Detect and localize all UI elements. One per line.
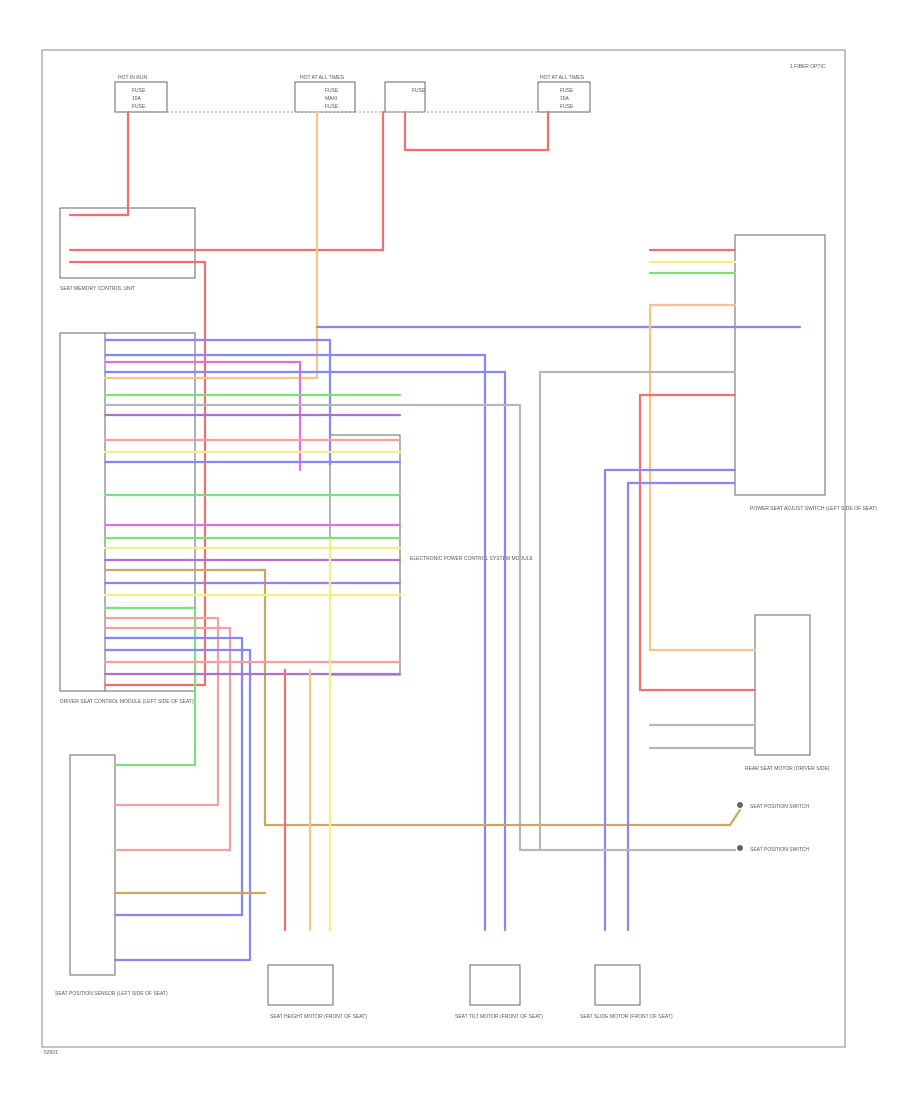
wire-blue-7 bbox=[103, 353, 487, 932]
svg-text:HOT AT ALL TIMES: HOT AT ALL TIMES bbox=[300, 75, 345, 81]
wire-blue-28 bbox=[103, 648, 252, 962]
svg-text:ELECTRONIC POWER CONTROL SYSTE: ELECTRONIC POWER CONTROL SYSTEM MODULE bbox=[410, 556, 534, 562]
diagram-frame bbox=[41, 49, 846, 1048]
rear-seat-motor: REAR SEAT MOTOR (DRIVER SIDE) bbox=[745, 614, 830, 772]
svg-text:HOT AT ALL TIMES: HOT AT ALL TIMES bbox=[540, 75, 585, 81]
wire-pink-25 bbox=[103, 616, 220, 807]
svg-text:FUSE: FUSE bbox=[325, 104, 339, 110]
electronic-power-control-module: ELECTRONIC POWER CONTROL SYSTEM MODULE bbox=[329, 434, 534, 676]
svg-text:SEAT MEMORY CONTROL UNIT: SEAT MEMORY CONTROL UNIT bbox=[60, 286, 135, 292]
seat-tilt-motor: SEAT TILT MOTOR (FRONT OF SEAT) bbox=[455, 964, 543, 1020]
wire-red-3 bbox=[68, 260, 207, 687]
svg-text:HOT IN RUN: HOT IN RUN bbox=[118, 75, 147, 81]
wire-magenta-8 bbox=[103, 360, 302, 472]
svg-text:SEAT POSITION SWITCH: SEAT POSITION SWITCH bbox=[750, 847, 809, 853]
seat-slide-motor: SEAT SLIDE MOTOR (FRONT OF SEAT) bbox=[580, 964, 673, 1020]
wire-red-2 bbox=[68, 110, 385, 252]
wire-gray-45 bbox=[538, 370, 737, 852]
seat-height-motor: SEAT HEIGHT MOTOR (FRONT OF SEAT) bbox=[267, 964, 367, 1020]
wire-blue-27 bbox=[103, 636, 244, 917]
wire-pink-26 bbox=[103, 626, 232, 852]
svg-text:FUSE: FUSE bbox=[132, 88, 146, 94]
svg-text:SEAT POSITION SENSOR (LEFT SID: SEAT POSITION SENSOR (LEFT SIDE OF SEAT) bbox=[55, 991, 168, 997]
fuse-box-hot-in-run: HOT IN RUN FUSE 10A FUSE bbox=[114, 75, 168, 113]
seat-position-switch-2: SEAT POSITION SWITCH bbox=[737, 845, 809, 853]
wire-red-0 bbox=[68, 110, 130, 217]
wire-blue-6 bbox=[103, 338, 332, 467]
svg-text:MAXI: MAXI bbox=[325, 96, 337, 102]
svg-text:FUSE: FUSE bbox=[325, 88, 339, 94]
seat-position-switch-1: SEAT POSITION SWITCH bbox=[737, 802, 809, 810]
wire-green-24 bbox=[103, 606, 197, 767]
wire-red-39 bbox=[638, 393, 757, 692]
power-seat-adjust-switch: POWER SEAT ADJUST SWITCH (LEFT SIDE OF S… bbox=[734, 234, 877, 512]
header-code: 1 FIBER OPTIC bbox=[790, 64, 826, 70]
svg-text:FUSE: FUSE bbox=[412, 88, 426, 94]
wire-red-1 bbox=[403, 110, 550, 152]
svg-text:SEAT HEIGHT MOTOR (FRONT OF SE: SEAT HEIGHT MOTOR (FRONT OF SEAT) bbox=[270, 1014, 367, 1020]
svg-text:FUSE: FUSE bbox=[560, 88, 574, 94]
wire-blue-9 bbox=[103, 370, 507, 932]
svg-text:POWER SEAT ADJUST SWITCH (LEFT: POWER SEAT ADJUST SWITCH (LEFT SIDE OF S… bbox=[750, 506, 877, 512]
svg-text:SEAT SLIDE MOTOR (FRONT OF SEA: SEAT SLIDE MOTOR (FRONT OF SEAT) bbox=[580, 1014, 673, 1020]
seat-position-sensor: SEAT POSITION SENSOR (LEFT SIDE OF SEAT) bbox=[55, 754, 168, 997]
wire-layer bbox=[68, 110, 802, 962]
svg-text:SEAT POSITION SWITCH: SEAT POSITION SWITCH bbox=[750, 804, 809, 810]
wire-gray-11 bbox=[103, 403, 542, 852]
svg-text:FUSE: FUSE bbox=[132, 104, 146, 110]
wire-brown-32 bbox=[263, 808, 742, 827]
fuse-box-hot-at-all-times-2: HOT AT ALL TIMES FUSE 15A FUSE bbox=[537, 75, 591, 113]
footer-code: 52501 bbox=[44, 1050, 58, 1056]
driver-seat-control-module: DRIVER SEAT CONTROL MODULE (LEFT SIDE OF… bbox=[59, 332, 196, 705]
fuse-box-hot-at-all-times-1: HOT AT ALL TIMES FUSE MAXI FUSE bbox=[294, 75, 356, 113]
wire-orange-37 bbox=[648, 303, 757, 652]
wire-orange-4 bbox=[103, 110, 319, 380]
relay-box: FUSE bbox=[384, 81, 426, 113]
svg-text:15A: 15A bbox=[560, 96, 570, 102]
wire-brown-21 bbox=[103, 568, 267, 827]
svg-text:SEAT TILT MOTOR (FRONT OF SEAT: SEAT TILT MOTOR (FRONT OF SEAT) bbox=[455, 1014, 543, 1020]
svg-text:FUSE: FUSE bbox=[560, 104, 574, 110]
svg-text:REAR SEAT MOTOR (DRIVER SIDE): REAR SEAT MOTOR (DRIVER SIDE) bbox=[745, 766, 830, 772]
svg-text:DRIVER SEAT CONTROL MODULE (LE: DRIVER SEAT CONTROL MODULE (LEFT SIDE OF… bbox=[60, 699, 194, 705]
svg-text:10A: 10A bbox=[132, 96, 142, 102]
